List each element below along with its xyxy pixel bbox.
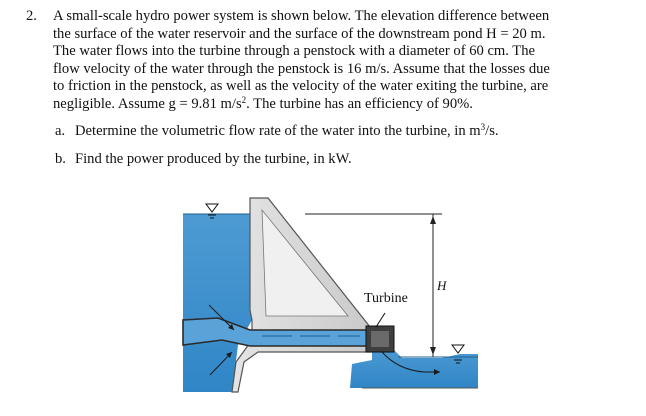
flow-arrow-1-head bbox=[228, 324, 234, 330]
question-line-6: negligible. Assume g = 9.81 m/s2. The tu… bbox=[53, 94, 626, 114]
question-line-3: The water flows into the turbine through… bbox=[53, 43, 535, 60]
outflow-channel bbox=[381, 351, 440, 373]
question-number: 2. bbox=[26, 8, 37, 24]
downstream-water bbox=[350, 346, 478, 388]
head-label: H bbox=[436, 278, 447, 293]
question-line-2: the surface of the water reservoir and t… bbox=[53, 25, 546, 42]
part-a: a. Determine the volumetric flow rate of … bbox=[55, 123, 499, 141]
flow-arrow-2-head bbox=[226, 352, 232, 358]
turbine-inner bbox=[371, 331, 389, 347]
head-arrow-bottom bbox=[430, 347, 436, 355]
turbine-pointer bbox=[375, 312, 386, 328]
part-a-text: Determine the volumetric flow rate of th… bbox=[75, 123, 481, 139]
line6-text-end: . The turbine has an efficiency of 90%. bbox=[246, 95, 473, 112]
reservoir-water bbox=[183, 214, 252, 392]
reservoir-level-marker bbox=[205, 203, 219, 219]
part-a-superscript: 3 bbox=[480, 122, 486, 132]
part-a-letter: a. bbox=[55, 123, 66, 139]
outflow-arrow-head bbox=[434, 369, 440, 375]
question-line-4: flow velocity of the water through the p… bbox=[53, 60, 550, 77]
part-b: b. Find the power produced by the turbine… bbox=[55, 151, 352, 169]
line6-superscript: 2 bbox=[241, 94, 247, 105]
line6-text: negligible. Assume g = 9.81 m/s bbox=[53, 95, 242, 112]
head-arrow-top bbox=[430, 216, 436, 224]
turbine-label: Turbine bbox=[364, 291, 408, 306]
dam-inner bbox=[261, 208, 349, 317]
part-b-letter: b. bbox=[55, 151, 66, 167]
part-b-text: Find the power produced by the turbine, … bbox=[75, 151, 352, 167]
question-block: 2. A small-scale hydro power system is s… bbox=[26, 8, 626, 114]
downstream-level-marker bbox=[451, 344, 465, 364]
flow-arrow-1 bbox=[208, 304, 235, 331]
part-a-text-end: /s. bbox=[485, 123, 499, 139]
question-text: A small-scale hydro power system is show… bbox=[53, 8, 626, 114]
question-line-5: to friction in the penstock, as well as … bbox=[53, 78, 549, 95]
question-line-1: A small-scale hydro power system is show… bbox=[53, 8, 550, 24]
